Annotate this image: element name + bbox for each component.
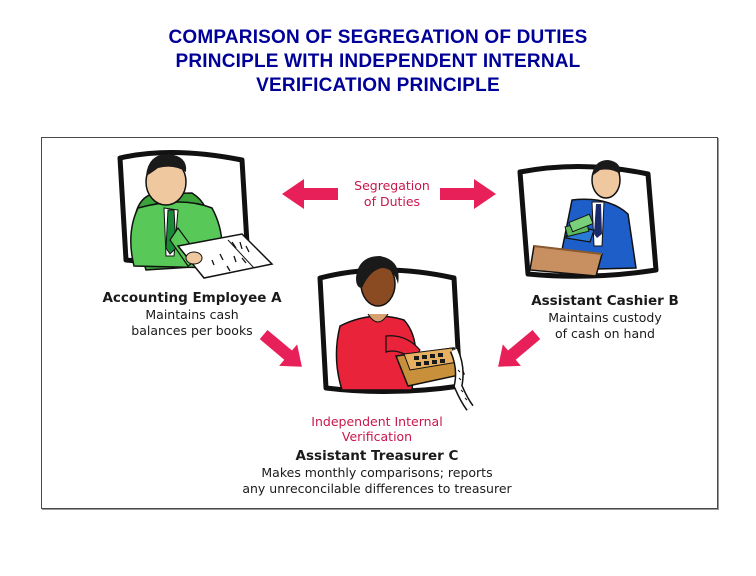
verification-line-2: Verification: [341, 429, 413, 444]
employee-b-name: Assistant Cashier B: [531, 293, 679, 309]
arrow-down-left-icon: [498, 329, 541, 367]
double-arrow-right-icon: [440, 179, 496, 209]
employee-b-desc-1: Maintains custody: [548, 310, 662, 325]
employee-a-desc-2: balances per books: [131, 323, 253, 338]
employee-a-desc-1: Maintains cash: [145, 307, 239, 322]
employee-c-desc-2: any unreconcilable differences to treasu…: [242, 481, 512, 496]
title-line-2: PRINCIPLE WITH INDEPENDENT INTERNAL: [175, 51, 581, 72]
assistant-treasurer-illustration: [317, 256, 474, 411]
segregation-line-1: Segregation: [354, 178, 430, 193]
double-arrow-left-icon: [282, 179, 338, 209]
employee-c-desc-1: Makes monthly comparisons; reports: [261, 465, 493, 480]
title-line-1: COMPARISON OF SEGREGATION OF DUTIES: [168, 27, 588, 48]
title-line-3: VERIFICATION PRINCIPLE: [256, 75, 500, 96]
verification-line-1: Independent Internal: [311, 414, 443, 429]
arrow-down-right-icon: [259, 329, 302, 367]
employee-a-label: Accounting Employee A Maintains cash bal…: [72, 290, 312, 339]
employee-c-label: Assistant Treasurer C Makes monthly comp…: [202, 448, 552, 497]
segregation-of-duties-label: Segregation of Duties: [342, 178, 442, 210]
employee-a-name: Accounting Employee A: [102, 290, 282, 306]
independent-verification-label: Independent Internal Verification: [272, 414, 482, 444]
assistant-cashier-illustration: [517, 160, 659, 279]
page-title: COMPARISON OF SEGREGATION OF DUTIES PRIN…: [60, 26, 696, 98]
diagram-illustration: [117, 150, 659, 411]
accounting-employee-illustration: [117, 150, 274, 279]
employee-b-label: Assistant Cashier B Maintains custody of…: [500, 293, 710, 342]
segregation-line-2: of Duties: [363, 194, 421, 209]
employee-b-desc-2: of cash on hand: [555, 326, 655, 341]
employee-c-name: Assistant Treasurer C: [295, 448, 459, 464]
diagram-frame: Segregation of Duties Accounting Employe…: [41, 137, 718, 509]
